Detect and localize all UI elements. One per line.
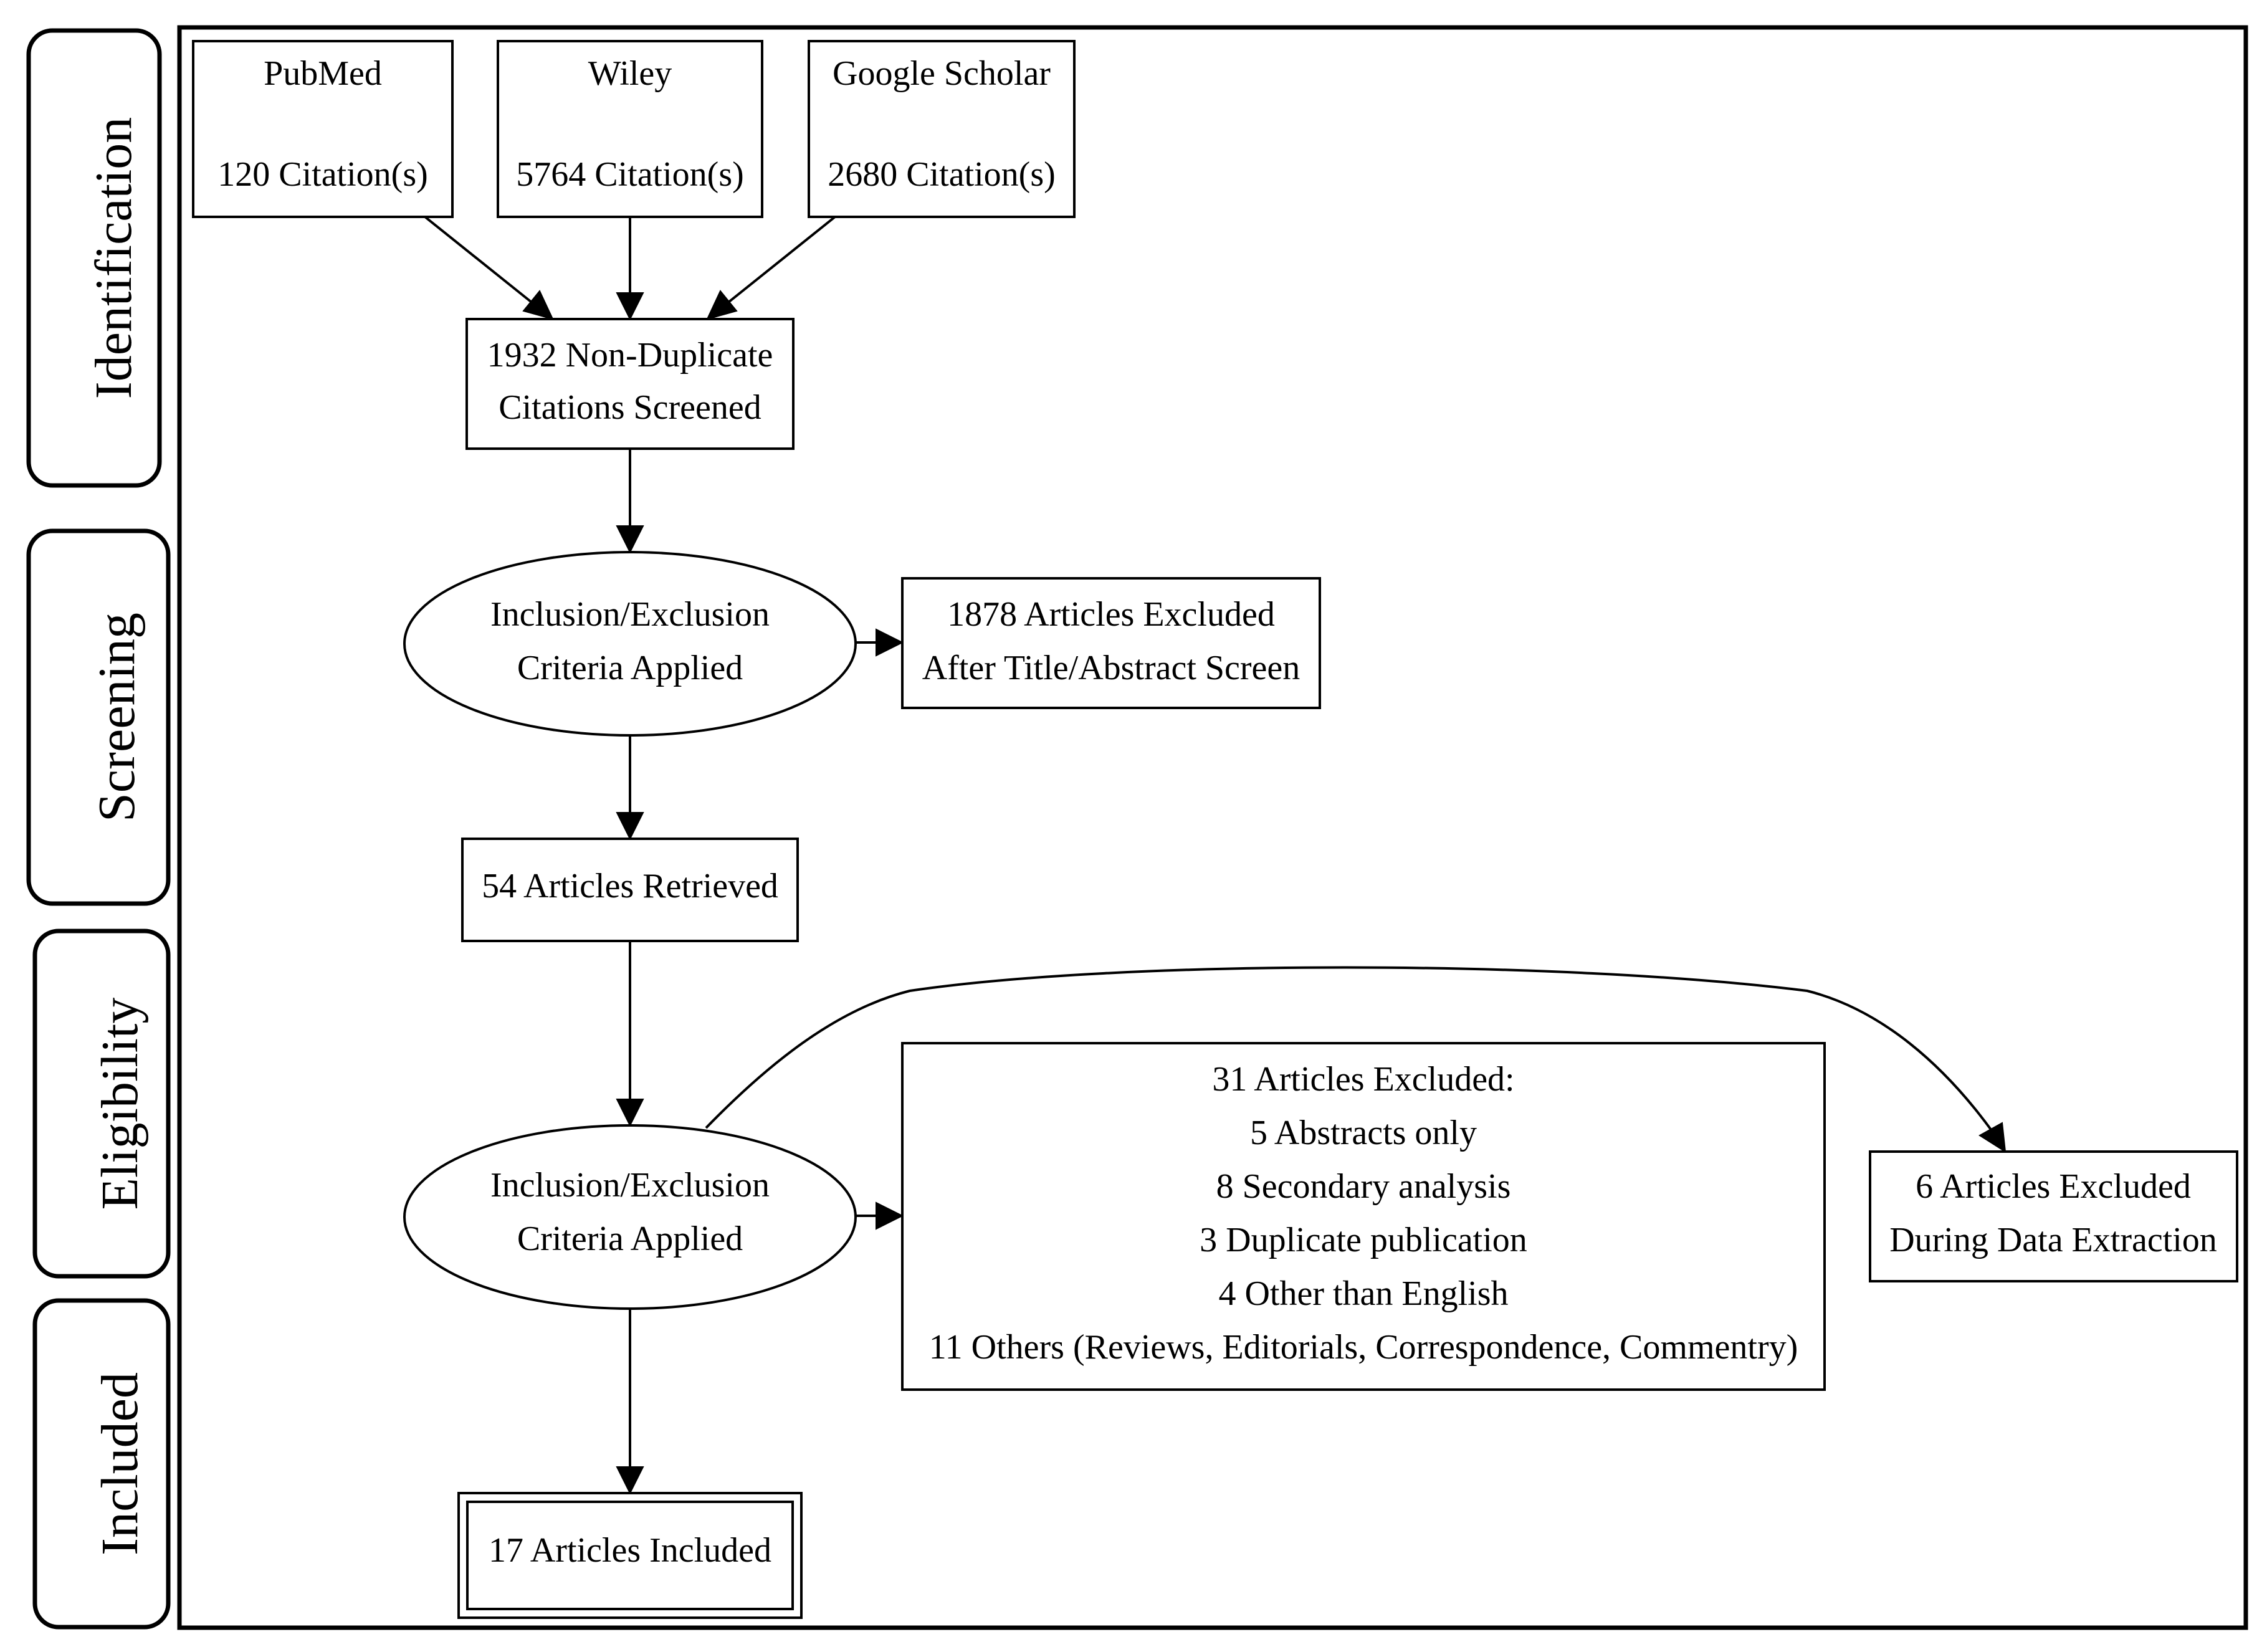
criteria-2-line-1: Inclusion/Exclusion xyxy=(490,1166,770,1205)
node-criteria-2: Inclusion/Exclusion Criteria Applied xyxy=(403,1124,857,1310)
stage-label-identification: Identification xyxy=(85,117,143,399)
node-excluded-extraction: 6 Articles Excluded During Data Extracti… xyxy=(1869,1150,2238,1282)
excluded-31-line-6: 11 Others (Reviews, Editorials, Correspo… xyxy=(929,1328,1798,1367)
stage-screening: Screening xyxy=(26,528,171,906)
criteria-1-line-1: Inclusion/Exclusion xyxy=(490,595,770,634)
excluded-extraction-line-2: During Data Extraction xyxy=(1889,1221,2217,1259)
criteria-2-line-2: Criteria Applied xyxy=(517,1220,743,1258)
google-scholar-citations: 2680 Citation(s) xyxy=(828,155,1056,194)
google-scholar-title: Google Scholar xyxy=(833,54,1051,93)
excluded-extraction-line-1: 6 Articles Excluded xyxy=(1916,1167,2191,1206)
stage-label-screening: Screening xyxy=(88,613,146,822)
stage-label-included: Included xyxy=(91,1372,149,1555)
included-label: 17 Articles Included xyxy=(489,1531,771,1570)
node-retrieved: 54 Articles Retrieved xyxy=(461,838,799,942)
excluded-31-line-1: 31 Articles Excluded: xyxy=(1212,1060,1514,1099)
node-criteria-1: Inclusion/Exclusion Criteria Applied xyxy=(403,551,857,737)
stage-included: Included xyxy=(32,1298,171,1630)
wiley-citations: 5764 Citation(s) xyxy=(516,155,744,194)
retrieved-label: 54 Articles Retrieved xyxy=(482,867,778,905)
excluded-title-abstract-line-1: 1878 Articles Excluded xyxy=(947,595,1275,634)
diagram-frame xyxy=(177,25,2248,1630)
non-duplicate-line-2: Citations Screened xyxy=(499,388,761,427)
wiley-title: Wiley xyxy=(588,54,672,93)
node-google-scholar: Google Scholar 2680 Citation(s) xyxy=(808,40,1076,218)
excluded-31-line-2: 5 Abstracts only xyxy=(1250,1114,1477,1152)
node-non-duplicate: 1932 Non-Duplicate Citations Screened xyxy=(465,318,795,450)
excluded-title-abstract-line-2: After Title/Abstract Screen xyxy=(922,649,1301,687)
excluded-31-line-3: 8 Secondary analysis xyxy=(1216,1167,1511,1206)
node-excluded-31: 31 Articles Excluded: 5 Abstracts only 8… xyxy=(901,1042,1826,1391)
criteria-1-line-2: Criteria Applied xyxy=(517,649,743,687)
node-wiley: Wiley 5764 Citation(s) xyxy=(497,40,763,218)
node-included: 17 Articles Included xyxy=(457,1492,803,1619)
stage-identification: Identification xyxy=(26,28,162,488)
edges xyxy=(424,216,2007,1495)
node-excluded-title-abstract: 1878 Articles Excluded After Title/Abstr… xyxy=(901,577,1321,709)
stage-label-eligibility: Eligibility xyxy=(91,998,149,1210)
pubmed-citations: 120 Citation(s) xyxy=(217,155,428,194)
node-pubmed: PubMed 120 Citation(s) xyxy=(192,40,454,218)
pubmed-title: PubMed xyxy=(264,54,382,93)
stage-eligibility: Eligibility xyxy=(32,929,171,1279)
non-duplicate-line-1: 1932 Non-Duplicate xyxy=(487,336,773,375)
excluded-31-line-5: 4 Other than English xyxy=(1218,1274,1508,1313)
excluded-31-line-4: 3 Duplicate publication xyxy=(1200,1221,1527,1259)
